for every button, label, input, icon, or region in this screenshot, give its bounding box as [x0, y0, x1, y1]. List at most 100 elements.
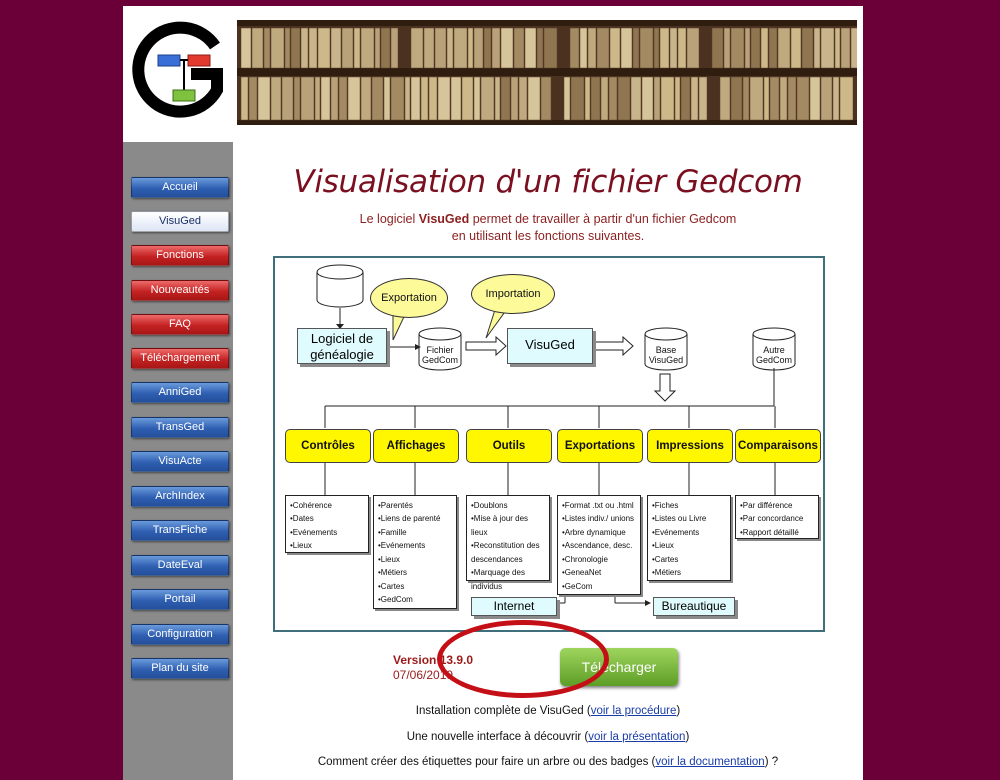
list-item: •Rapport détaillé: [740, 527, 799, 537]
fichier-label-2: GedCom: [421, 354, 458, 365]
nav-item-dateeval[interactable]: DateEval: [131, 555, 229, 576]
nav-item-transfiche[interactable]: TransFiche: [131, 520, 229, 541]
book-spine: [524, 27, 537, 69]
book-spine: [410, 27, 424, 69]
list-item: •Lieux: [378, 554, 400, 564]
book-spine: [270, 27, 285, 69]
list-item: •Evénements: [378, 541, 426, 551]
category-1-list: •Parentés•Liens de parenté•Famille•Evéne…: [373, 495, 457, 609]
book-spine: [608, 76, 618, 121]
book-spine: [711, 27, 724, 69]
book-spine: [317, 27, 331, 69]
book-spine: [300, 76, 315, 121]
nav-item-t-l-chargement[interactable]: Téléchargement: [131, 348, 229, 369]
list-item: •Dates: [290, 514, 314, 524]
book-spine: [423, 27, 435, 69]
presentation-link[interactable]: voir la présentation: [588, 731, 686, 743]
nav-item-transged[interactable]: TransGed: [131, 417, 229, 438]
download-button[interactable]: Télécharger: [560, 648, 678, 686]
book-spine: [809, 76, 821, 121]
exportation-bubble: Exportation: [370, 278, 448, 318]
book-spine: [719, 76, 731, 121]
nav-item-portail[interactable]: Portail: [131, 589, 229, 610]
nav-item-accueil[interactable]: Accueil: [131, 177, 229, 198]
labels-text-end: ) ?: [764, 756, 779, 768]
base-label-2: VisuGed: [648, 354, 684, 365]
bureautique-box: Bureautique: [653, 597, 735, 616]
list-item: individus: [471, 581, 503, 591]
version-date: 07/06/2019: [393, 668, 454, 682]
book-spine: [639, 27, 654, 69]
book-spine: [744, 27, 751, 69]
interface-text-end: ): [685, 731, 690, 743]
list-item: •Evénements: [290, 527, 338, 537]
database-cylinder-top: [316, 264, 364, 308]
list-item: •Liens de parenté: [378, 514, 441, 524]
nav-item-visuacte[interactable]: VisuActe: [131, 451, 229, 472]
category-5-list: •Par différence•Par concordance•Rapport …: [735, 495, 819, 539]
category-3-title: Exportations: [557, 429, 643, 463]
list-item: •Parentés: [378, 501, 413, 510]
book-spine: [813, 27, 821, 69]
list-item: •Lieux: [652, 541, 674, 551]
book-spine: [742, 76, 750, 121]
book-spine: [730, 76, 743, 121]
install-info-line: Installation complète de VisuGed (voir l…: [233, 705, 863, 717]
book-spine: [690, 76, 699, 121]
visuged-box: VisuGed: [507, 328, 593, 364]
main-content: Visualisation d'un fichier Gedcom Le log…: [233, 126, 863, 780]
nav-item-archindex[interactable]: ArchIndex: [131, 486, 229, 507]
book-spine: [251, 27, 264, 69]
version-label: Version 13.9.0: [393, 653, 474, 667]
category-4-list: •Fiches•Listes ou Livre•Evénements•Lieux…: [647, 495, 731, 581]
fichier-gedcom-cylinder: [418, 327, 462, 371]
book-spine: [374, 27, 381, 69]
book-spine: [579, 27, 588, 69]
list-item: •Reconstitution des: [471, 541, 540, 551]
category-0-title: Contrôles: [285, 429, 371, 463]
nav-item-fonctions[interactable]: Fonctions: [131, 245, 229, 266]
nav-item-plan-du-site[interactable]: Plan du site: [131, 658, 229, 679]
book-spine: [404, 76, 411, 121]
install-procedure-link[interactable]: voir la procédure: [590, 705, 677, 717]
internet-box: Internet: [471, 597, 557, 616]
list-item: •Format .txt ou .html: [562, 501, 634, 510]
book-spine: [769, 76, 780, 121]
book-spine: [698, 76, 708, 121]
nav-item-nouveaut-s[interactable]: Nouveautés: [131, 280, 229, 301]
intro-product-name: VisuGed: [418, 212, 470, 226]
book-spine: [314, 76, 321, 121]
book-spine: [600, 76, 609, 121]
book-spine: [450, 76, 462, 121]
book-spine: [428, 76, 438, 121]
book-spine: [300, 27, 309, 69]
book-spine: [632, 27, 640, 69]
interface-text: Une nouvelle interface à découvrir (: [406, 731, 589, 743]
labels-text: Comment créer des étiquettes pour faire …: [317, 756, 656, 768]
nav-item-anniged[interactable]: AnniGed: [131, 382, 229, 403]
book-spine: [820, 27, 835, 69]
list-item: •Métiers: [378, 568, 408, 578]
fichier-label-1: Fichier: [426, 345, 454, 355]
book-spine: [513, 27, 525, 69]
book-spine: [383, 76, 391, 121]
book-spine: [760, 27, 769, 69]
nav-item-visuged[interactable]: VisuGed: [131, 211, 229, 232]
base-visuged-label: Base VisuGed: [645, 345, 687, 366]
nav-item-faq[interactable]: FAQ: [131, 314, 229, 335]
autre-label-2: GedCom: [755, 354, 792, 365]
list-item: •Lieux: [290, 541, 312, 551]
book-spine: [360, 76, 372, 121]
book-spine: [840, 27, 851, 69]
list-item: •GeneaNet: [562, 568, 602, 578]
list-item: •Mise à jour des: [471, 514, 529, 524]
book-spine: [480, 76, 495, 121]
nav-item-configuration[interactable]: Configuration: [131, 624, 229, 645]
book-spine: [390, 76, 405, 121]
site-logo[interactable]: [131, 20, 226, 124]
autre-label-1: Autre: [763, 345, 785, 355]
documentation-link[interactable]: voir la documentation: [655, 756, 765, 768]
book-spine: [248, 76, 258, 121]
book-spine: [437, 76, 451, 121]
